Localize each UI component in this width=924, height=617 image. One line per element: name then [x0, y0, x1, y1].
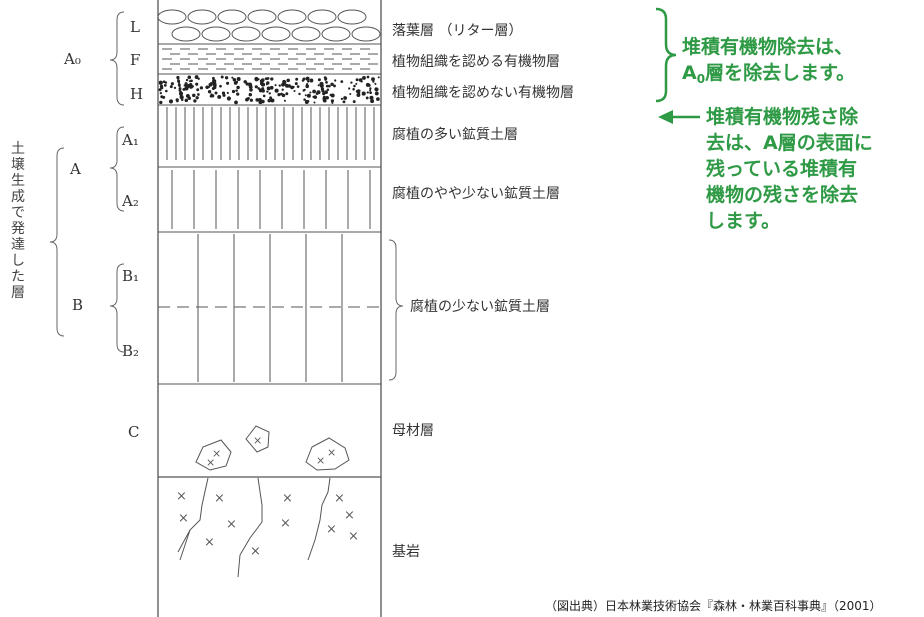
a0-removal-note: 堆積有機物除去は、 A0層を除去します。	[682, 34, 855, 88]
svg-text:×: ×	[282, 491, 293, 506]
bracket-b	[109, 263, 125, 353]
svg-text:×: ×	[326, 522, 337, 537]
a-note-line2: 去は、A層の表面に	[706, 132, 873, 154]
horizon-label-c: C	[128, 423, 140, 441]
a0-note-line1: 堆積有機物除去は、	[682, 36, 854, 58]
a-note-line3: 残っている堆積有	[706, 158, 858, 180]
bracket-a	[109, 126, 125, 212]
svg-text:×: ×	[206, 456, 215, 469]
horizon-label-a0: A₀	[64, 50, 81, 68]
bracket-b-description	[388, 239, 404, 381]
svg-text:×: ×	[327, 446, 336, 459]
desc-b-layer: 腐植の少ない鉱質土層	[410, 299, 550, 315]
bedrock-crosses: ××××××××××××	[176, 489, 359, 559]
soil-formed-label: 土壌生成で発達した層	[11, 141, 25, 301]
litter-pattern	[157, 9, 381, 42]
a-residue-note: 堆積有機物残さ除 去は、A層の表面に 残っている堆積有 機物の残さを除去 します…	[706, 104, 873, 234]
c-layer-rocks: × × × × ×	[195, 425, 350, 471]
svg-text:×: ×	[214, 491, 225, 506]
horizon-label-a1: A₁	[122, 131, 139, 149]
desc-a1-layer: 腐植の多い鉱質土層	[392, 127, 518, 143]
horizon-brackets	[49, 11, 404, 381]
f-layer-pattern	[162, 48, 378, 70]
desc-c-layer: 母材層	[392, 423, 434, 439]
svg-text:×: ×	[344, 508, 355, 523]
horizon-label-b1: B₁	[122, 267, 140, 285]
horizon-label-a2: A₂	[122, 192, 139, 210]
horizon-label-b2: B₂	[122, 342, 140, 360]
horizon-label-h: H	[130, 85, 144, 103]
horizon-label-f: F	[130, 51, 141, 69]
svg-text:×: ×	[253, 434, 262, 447]
figure-source: （図出典）日本林業技術協会『森林・林業百科事典』（2001）	[545, 599, 882, 613]
svg-text:×: ×	[316, 454, 325, 467]
desc-h-layer: 植物組織を認めない有機物層	[392, 85, 574, 101]
horizon-label-b: B	[72, 296, 84, 314]
b-layer-pattern	[197, 234, 343, 382]
green-arrow	[658, 110, 700, 124]
h-layer-pattern	[158, 75, 380, 105]
desc-bedrock: 基岩	[392, 544, 420, 560]
svg-text:×: ×	[212, 447, 221, 460]
desc-litter-layer: 落葉層 （リター層）	[392, 23, 523, 39]
a-note-line4: 機物の残さを除去	[706, 184, 859, 206]
green-bracket	[655, 7, 677, 103]
horizon-label-l: L	[130, 18, 140, 36]
svg-text:×: ×	[280, 516, 291, 531]
horizon-label-a: A	[70, 160, 81, 178]
desc-f-layer: 植物組織を認める有機物層	[392, 54, 560, 70]
bracket-soil-formed	[49, 147, 65, 337]
svg-text:×: ×	[178, 511, 189, 526]
svg-text:×: ×	[250, 544, 261, 559]
svg-text:×: ×	[226, 517, 237, 532]
a-note-line1: 堆積有機物残さ除	[706, 106, 859, 128]
desc-a2-layer: 腐植のやや少ない鉱質土層	[392, 186, 560, 202]
a-note-line5: します。	[706, 210, 781, 232]
svg-text:×: ×	[176, 489, 187, 504]
a0-note-line2: A0層を除去します。	[682, 62, 856, 86]
a-layer-pattern	[166, 107, 375, 229]
bedrock-cracks	[177, 477, 331, 578]
svg-text:×: ×	[348, 529, 359, 544]
bracket-a0	[109, 11, 125, 106]
svg-text:×: ×	[334, 491, 345, 506]
svg-text:×: ×	[204, 535, 215, 550]
